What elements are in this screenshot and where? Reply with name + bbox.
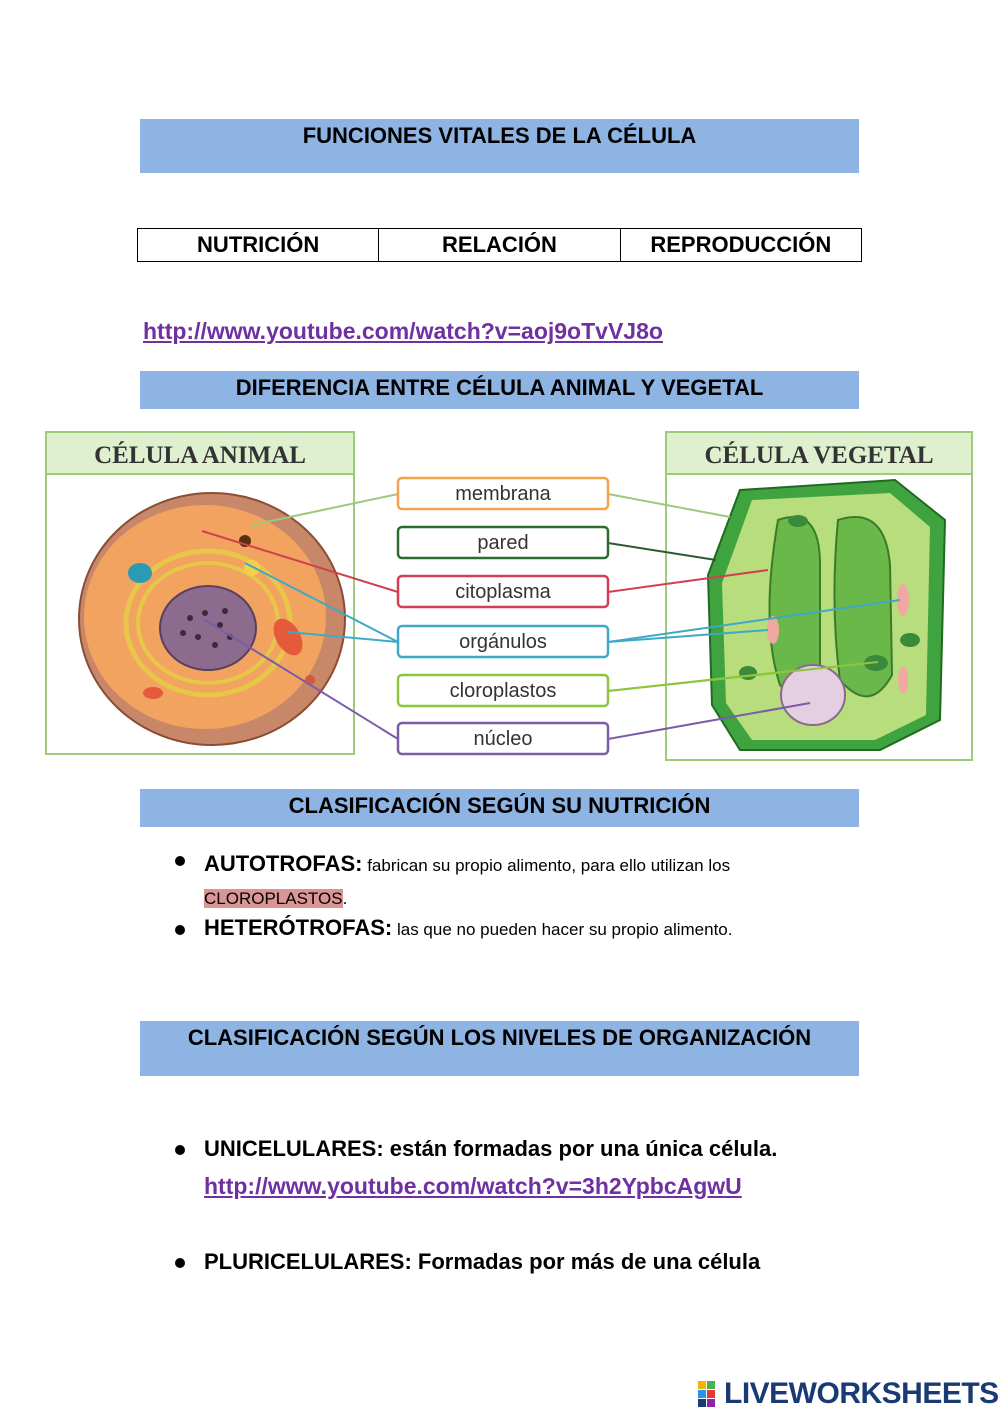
bullet-dot <box>175 1145 185 1155</box>
highlight-cloroplastos: CLOROPLASTOS <box>204 889 343 908</box>
desc-heterotrofas: las que no pueden hacer su propio alimen… <box>392 920 733 939</box>
label-membrana-text: membrana <box>455 483 551 505</box>
animal-cell-illustration <box>78 492 346 746</box>
label-citoplasma: citoplasma <box>396 574 610 609</box>
vegetal-cell-illustration <box>706 478 947 751</box>
page-title-band: FUNCIONES VITALES DE LA CÉLULA <box>140 119 859 173</box>
list-item-pluricelulares: PLURICELULARES: Formadas por más de una … <box>204 1249 761 1274</box>
table-cell-relacion: RELACIÓN <box>379 229 621 261</box>
page-title: FUNCIONES VITALES DE LA CÉLULA <box>302 123 697 148</box>
label-citoplasma-text: citoplasma <box>455 581 551 603</box>
cell-comparison-diagram: CÉLULA ANIMAL CÉLULA VEGETAL <box>45 431 973 761</box>
label-membrana: membrana <box>396 476 610 511</box>
label-organulos: orgánulos <box>396 624 610 659</box>
section-diferencia-title: DIFERENCIA ENTRE CÉLULA ANIMAL Y VEGETAL <box>235 375 764 400</box>
list-item-unicelulares: UNICELULARES: están formadas por una úni… <box>204 1136 778 1161</box>
youtube-link-2[interactable]: http://www.youtube.com/watch?v=3h2YpbcAg… <box>204 1173 742 1199</box>
animal-cell-title: CÉLULA ANIMAL <box>94 441 306 469</box>
youtube-link-1[interactable]: http://www.youtube.com/watch?v=aoj9oTvVJ… <box>143 318 663 344</box>
functions-table: NUTRICIÓN RELACIÓN REPRODUCCIÓN <box>137 228 862 262</box>
liveworksheets-logo[interactable]: LIVEWORKSHEETS <box>698 1377 999 1410</box>
autotrofas-period: . <box>342 889 348 908</box>
vegetal-cell-title: CÉLULA VEGETAL <box>704 441 933 469</box>
section-organizacion-band: CLASIFICACIÓN SEGÚN LOS NIVELES DE ORGAN… <box>140 1021 859 1076</box>
label-pared: pared <box>396 525 610 560</box>
section-nutricion-title: CLASIFICACIÓN SEGÚN SU NUTRICIÓN <box>288 793 711 818</box>
label-cloroplastos-text: cloroplastos <box>450 680 557 702</box>
section-nutricion-band: CLASIFICACIÓN SEGÚN SU NUTRICIÓN <box>140 789 859 827</box>
table-cell-reproduccion: REPRODUCCIÓN <box>650 232 832 257</box>
label-cloroplastos: cloroplastos <box>396 673 610 708</box>
label-nucleo: núcleo <box>396 721 610 756</box>
section-organizacion-title: CLASIFICACIÓN SEGÚN LOS NIVELES DE ORGAN… <box>187 1025 812 1050</box>
bullet-dot <box>175 856 185 866</box>
term-autotrofas: AUTOTROFAS: <box>204 851 363 876</box>
list-item-heterotrofas: HETERÓTROFAS: las que no pueden hacer su… <box>204 915 732 941</box>
section-diferencia-band: DIFERENCIA ENTRE CÉLULA ANIMAL Y VEGETAL <box>140 371 859 409</box>
label-organulos-text: orgánulos <box>459 631 547 653</box>
animal-cell-panel: CÉLULA ANIMAL <box>45 431 355 755</box>
term-heterotrofas: HETERÓTROFAS: <box>204 915 393 940</box>
label-pared-text: pared <box>477 532 528 554</box>
bullet-dot <box>175 925 185 935</box>
desc-autotrofas: fabrican su propio alimento, para ello u… <box>362 856 731 875</box>
table-cell-nutricion: NUTRICIÓN <box>138 229 380 261</box>
liveworksheets-logo-icon <box>698 1381 715 1407</box>
vegetal-cell-panel: CÉLULA VEGETAL <box>665 431 973 761</box>
connector-lines <box>201 493 901 740</box>
label-nucleo-text: núcleo <box>474 728 533 750</box>
list-item-autotrofas: AUTOTROFAS: fabrican su propio alimento,… <box>204 848 804 916</box>
bullet-dot <box>175 1258 185 1268</box>
logo-text: LIVEWORKSHEETS <box>724 1377 999 1410</box>
